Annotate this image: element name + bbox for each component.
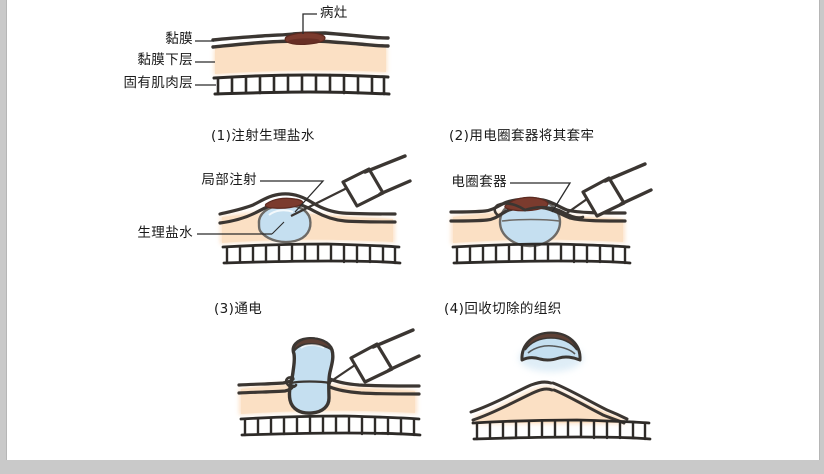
diagram-canvas: 黏膜 黏膜下层 固有肌肉层 病灶 (1)注射生理盐水 (2)用电圈套器将其套牢 … — [6, 0, 820, 460]
step2-snare-wire — [523, 205, 585, 219]
muscularis-propria-layer — [212, 73, 391, 96]
step2-leader-snare — [510, 182, 572, 213]
step-3-title: (3)通电 — [214, 301, 263, 317]
anatomy-cross-section — [195, 13, 391, 96]
step2-snare-loop — [493, 202, 527, 218]
step4-specimen-cap — [524, 332, 578, 351]
label-muscularis-propria: 固有肌肉层 — [123, 75, 193, 91]
step1-mucosa-upper — [218, 192, 397, 216]
step2-muscularis — [451, 242, 632, 265]
step4-defect-submucosa-core — [477, 387, 621, 423]
step-4-title: (4)回收切除的组织 — [444, 301, 562, 317]
step1-leader-saline-tick — [271, 221, 285, 235]
label-submucosa: 黏膜下层 — [137, 52, 193, 68]
step1-leader-injection — [260, 180, 325, 213]
step1-muscularis — [221, 242, 402, 265]
step3-muscularis — [239, 414, 422, 437]
callout-snare: 电圈套器 — [451, 174, 507, 190]
callout-normal-saline: 生理盐水 — [137, 225, 193, 241]
step3-mucosa-upper — [237, 377, 295, 387]
step4-mucosa-left-inner — [471, 387, 554, 422]
step3-tissue-highlight — [300, 344, 325, 349]
label-mucosa: 黏膜 — [165, 31, 193, 47]
leader-lesion — [302, 13, 317, 34]
step3-mucosa-lower-right — [328, 385, 421, 396]
step3-snare-loop-left — [284, 376, 298, 389]
step3-tissue-cap — [292, 336, 334, 354]
bottom-gray-bar — [0, 460, 824, 474]
step4-mucosa-left-outer — [469, 380, 553, 414]
step2-snare-catheter — [566, 162, 653, 218]
step3-mucosa-upper-right — [328, 377, 421, 388]
step2-saline-line — [501, 218, 560, 222]
step-3-illustration — [237, 328, 422, 437]
step-1-title: (1)注射生理盐水 — [211, 128, 315, 144]
callout-local-injection: 局部注射 — [201, 172, 257, 188]
step1-injection-needle — [290, 154, 412, 217]
step3-snare-catheter — [326, 328, 421, 385]
step1-saline-highlight — [268, 209, 294, 216]
diagram-illustration — [195, 13, 653, 441]
lesion-shadow — [287, 38, 320, 45]
step-2-illustration — [449, 162, 653, 265]
label-lesion: 病灶 — [320, 5, 348, 21]
submucosa-layer-core — [215, 41, 386, 74]
step4-specimen-inner-line — [527, 344, 576, 355]
step4-mucosa-right-outer — [551, 381, 629, 421]
step-4-illustration — [469, 331, 652, 441]
step-1-illustration — [197, 154, 412, 265]
step4-muscularis — [471, 418, 652, 441]
step-2-title: (2)用电圈套器将其套牢 — [449, 128, 595, 144]
